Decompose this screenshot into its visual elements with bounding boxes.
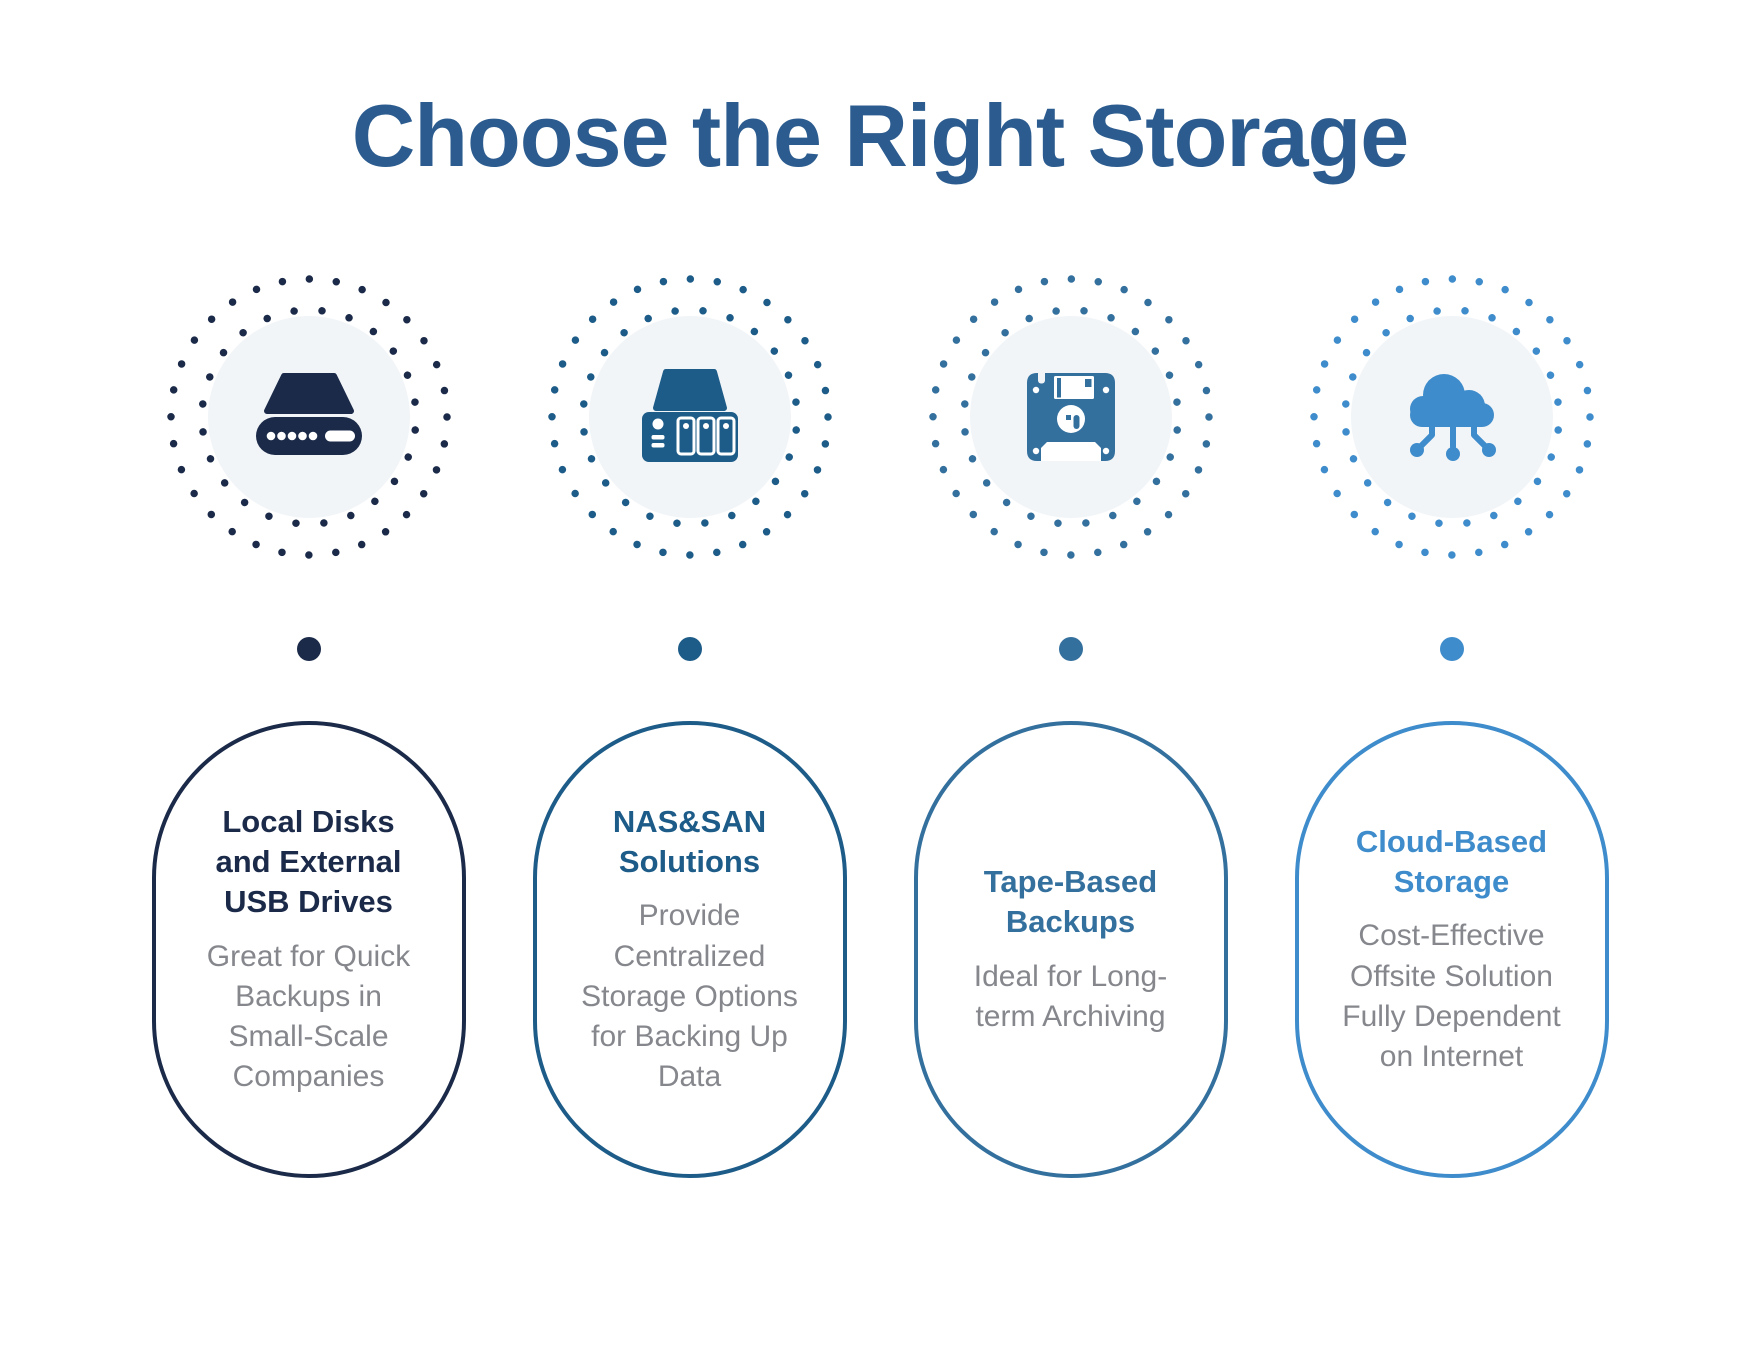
floppy-disk-icon — [1026, 373, 1115, 461]
dotted-ring-inner — [959, 306, 1182, 528]
dotted-ring-inner — [578, 306, 801, 528]
connector-dot — [677, 637, 702, 661]
column-nas-san: NAS&SAN Solutions Provide Centralized St… — [499, 267, 880, 1178]
card-title: NAS&SAN Solutions — [612, 803, 767, 880]
connector-dot — [1058, 637, 1083, 661]
external-hard-drive-icon — [255, 373, 362, 455]
dotted-ring-outer — [928, 275, 1213, 559]
connector-dot — [296, 637, 321, 661]
column-tape-based: Tape-Based Backups Ideal for Long-term A… — [880, 267, 1261, 1178]
icon-badge — [1309, 275, 1594, 559]
dotted-ring-outer — [1309, 275, 1594, 559]
storage-option-card: Cloud-Based Storage Cost-Effective Offsi… — [1294, 721, 1609, 1178]
column-local-disks: Local Disks and External USB Drives Grea… — [118, 267, 499, 1178]
icon-badge — [166, 275, 451, 559]
card-description: Provide Centralized Storage Options for … — [581, 899, 798, 1094]
storage-option-card: Local Disks and External USB Drives Grea… — [151, 721, 466, 1178]
icon-badge — [928, 275, 1213, 559]
nas-server-icon — [641, 369, 738, 462]
page-title: Choose the Right Storage — [351, 86, 1410, 185]
card-description: Cost-Effective Offsite Solution Fully De… — [1342, 919, 1561, 1073]
card-title: Tape-Based Backups — [983, 864, 1158, 940]
storage-option-card: NAS&SAN Solutions Provide Centralized St… — [532, 721, 847, 1178]
connector-dot — [1439, 637, 1464, 661]
storage-options-row: Local Disks and External USB Drives Grea… — [0, 267, 1760, 1178]
storage-option-card: Tape-Based Backups Ideal for Long-term A… — [913, 721, 1228, 1178]
card-title: Local Disks and External USB Drives — [215, 803, 402, 920]
dotted-ring-inner — [197, 306, 420, 528]
dotted-ring-outer — [166, 275, 451, 559]
card-description: Ideal for Long-term Archiving — [973, 959, 1168, 1033]
icon-badge — [547, 275, 832, 559]
dotted-ring-inner — [1340, 306, 1563, 528]
dotted-ring-outer — [547, 275, 832, 559]
column-cloud-based: Cloud-Based Storage Cost-Effective Offsi… — [1261, 267, 1642, 1178]
cloud-network-icon — [1409, 374, 1496, 461]
infographic-canvas: Choose the Right Storage — [0, 92, 1760, 1372]
card-title: Cloud-Based Storage — [1355, 823, 1548, 900]
card-description: Great for Quick Backups in Small-Scale C… — [206, 939, 411, 1094]
